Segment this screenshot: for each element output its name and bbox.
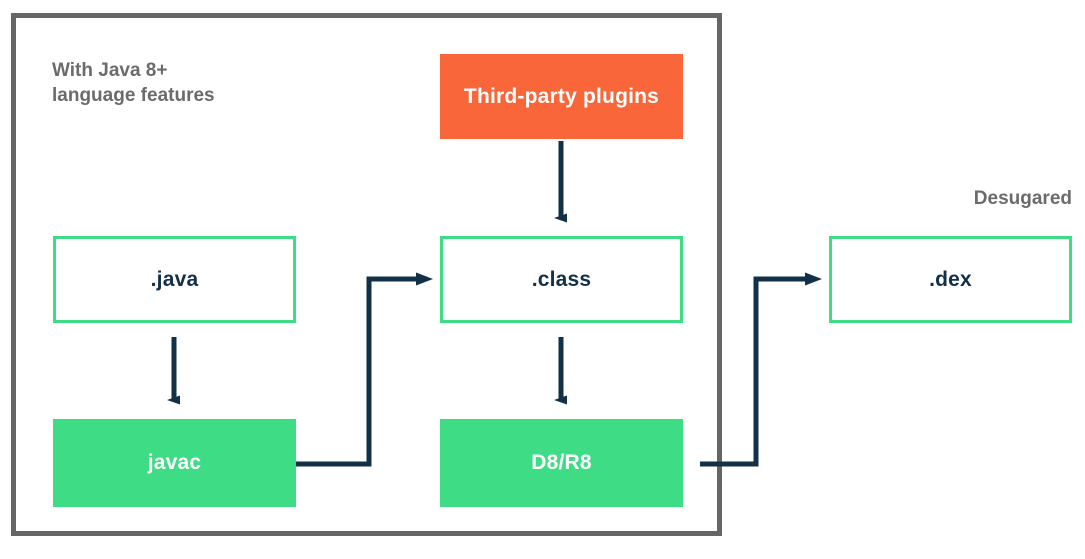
node-java-source[interactable]: .java: [53, 236, 296, 323]
node-d8-r8[interactable]: D8/R8: [440, 419, 683, 507]
desugared-caption: Desugared: [973, 188, 1072, 209]
group-caption-java8: With Java 8+ language features: [52, 60, 215, 106]
node-javac[interactable]: javac: [53, 419, 296, 507]
node-dex-file[interactable]: .dex: [829, 236, 1072, 323]
node-class-file[interactable]: .class: [440, 236, 683, 323]
node-third-party-plugins[interactable]: Third-party plugins: [440, 54, 683, 139]
java-8-features-group-frame: [11, 13, 722, 536]
